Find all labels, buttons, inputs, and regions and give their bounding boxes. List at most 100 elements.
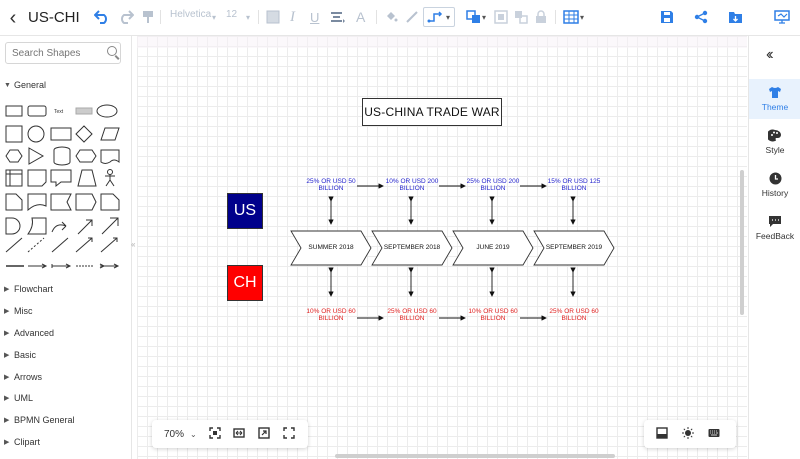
font-family-select[interactable]: Helvetica [170,9,212,20]
chevron-down-icon[interactable]: ▾ [212,12,217,22]
search-shapes-input[interactable] [5,42,121,64]
category-label: Basic [14,350,37,360]
fill-color-icon[interactable] [384,8,398,26]
feedback-icon [769,216,781,227]
chevron-right-icon: ▶ [4,330,10,337]
brightness-icon[interactable] [682,427,694,439]
category-label: Clipart [14,437,41,447]
chevron-down-icon[interactable]: ▾ [482,12,487,22]
shapes-sidebar: ▼ General [0,36,132,459]
panel-tab-feedback[interactable]: FeedBack [749,208,800,248]
table-icon[interactable] [563,8,579,26]
category-label: Flowchart [14,284,54,294]
actual-size-icon[interactable] [258,427,270,439]
ch-box[interactable]: CH [227,265,263,301]
redo-icon[interactable] [118,8,134,26]
category-uml[interactable]: ▶UML [4,393,33,403]
save-icon[interactable] [660,8,674,26]
category-label: UML [14,393,34,403]
timeline-step-label[interactable]: JUNE 2019 [476,244,510,251]
chevron-step-shape [533,230,615,266]
font-size-select[interactable]: 12 [226,9,238,20]
italic-icon[interactable]: I [290,8,295,25]
fit-width-icon[interactable] [233,427,245,439]
fit-page-icon[interactable] [209,427,221,439]
outline-panel-icon[interactable] [656,427,668,439]
panel-tab-theme[interactable]: Theme [749,79,800,119]
chevron-down-icon[interactable]: ▾ [446,12,451,22]
category-flowchart[interactable]: ▶Flowchart [4,284,53,294]
category-clipart[interactable]: ▶Clipart [4,437,40,447]
panel-tab-label: Style [765,145,785,155]
horizontal-scrollbar[interactable] [335,454,615,458]
undo-icon[interactable] [94,8,110,26]
diagram-title-box[interactable]: US-CHINA TRADE WAR [362,98,502,126]
chevron-down-icon[interactable]: ▾ [246,12,251,22]
timeline-step-label[interactable]: SEPTEMBER 2019 [545,244,603,251]
chevron-right-icon: ▶ [4,352,10,359]
category-arrows[interactable]: ▶Arrows [4,372,42,382]
zoom-level[interactable]: 70% [164,428,185,440]
line-color-icon[interactable] [405,8,419,26]
timeline-step-label[interactable]: SEPTEMBER 2018 [383,244,441,251]
search-icon[interactable] [107,46,117,56]
category-advanced[interactable]: ▶ Advanced [4,328,54,338]
vertical-scrollbar[interactable] [740,170,744,315]
group-icon[interactable] [494,8,508,26]
connector-icon[interactable] [427,8,443,26]
shirt-icon [769,87,781,98]
chevron-down-icon: ▼ [4,81,11,89]
export-icon[interactable] [728,8,743,26]
chevron-down-icon[interactable]: ▾ [580,12,585,22]
palette-icon [768,129,781,142]
category-general[interactable]: ▼ General [4,80,46,90]
underline-icon[interactable]: U [310,9,320,25]
category-label: General [14,80,47,90]
toolbar-divider [376,10,377,24]
category-bpmn-general[interactable]: ▶BPMN General [4,415,75,425]
category-basic[interactable]: ▶ Basic [4,350,36,360]
chevron-step-shape [290,230,372,266]
panel-collapse-icon[interactable]: ‹‹ [766,46,773,63]
align-icon[interactable] [330,8,346,26]
category-label: BPMN General [14,415,75,425]
back-icon[interactable]: ‹ [9,6,17,29]
category-label: Advanced [14,328,55,338]
panel-tab-label: Theme [761,102,789,112]
connector-style-select[interactable] [423,7,455,27]
panel-tab-history[interactable]: History [749,165,800,205]
sidebar-collapse-handle[interactable]: « [131,240,136,249]
fill-icon[interactable] [266,8,280,26]
lock-icon[interactable] [535,8,547,26]
toolbar-divider [555,10,556,24]
keyboard-icon[interactable] [708,427,720,439]
category-label: Misc [14,306,33,316]
us-box[interactable]: US [227,193,263,229]
chevron-right-icon: ▶ [4,308,10,315]
font-color-icon[interactable]: A [356,9,366,25]
ungroup-icon[interactable] [514,8,528,26]
toolbar-divider [258,10,259,24]
panel-tab-label: FeedBack [755,231,795,241]
timeline-step-label[interactable]: SUMMER 2018 [308,244,354,251]
arrange-icon[interactable] [466,8,482,26]
panel-tab-label: History [761,188,789,198]
share-icon[interactable] [694,8,708,26]
chevron-down-icon[interactable]: ⌄ [190,429,197,439]
format-painter-icon[interactable] [141,8,155,26]
fullscreen-icon[interactable] [283,427,295,439]
present-icon[interactable] [774,8,790,26]
category-misc[interactable]: ▶ Misc [4,306,33,316]
document-title[interactable]: US-CHIN [28,9,80,26]
general-shapes-palette[interactable]: Text [4,102,122,274]
panel-tab-style[interactable]: Style [749,122,800,162]
